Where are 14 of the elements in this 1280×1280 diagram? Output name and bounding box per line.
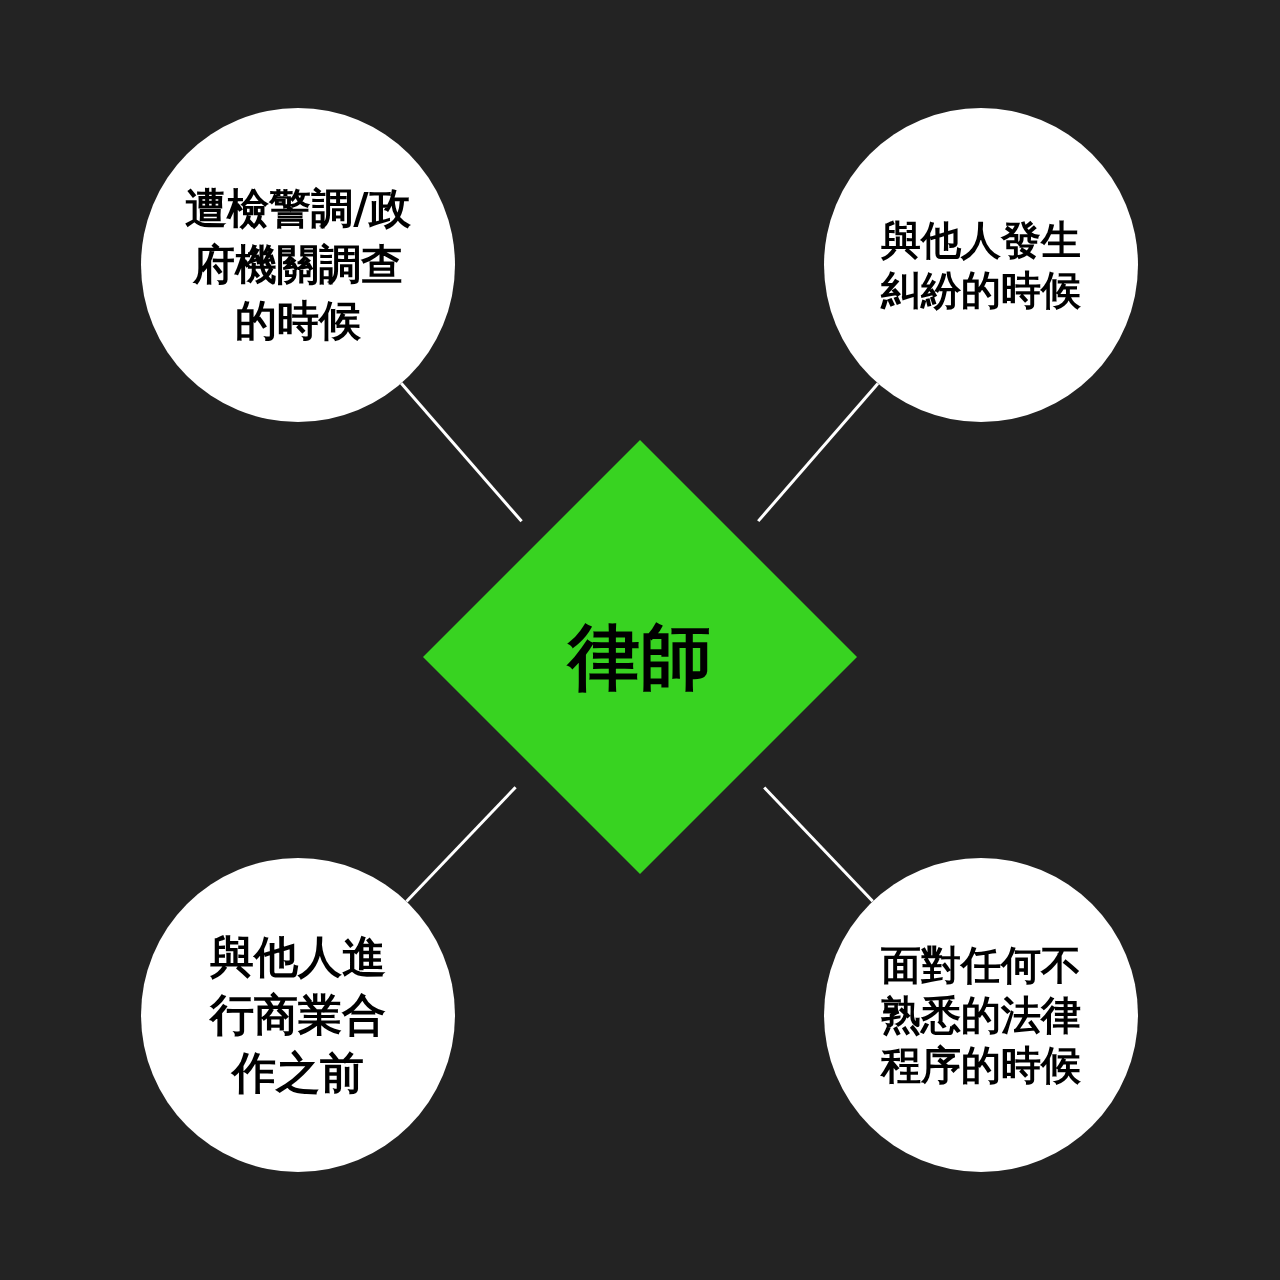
circle-label: 面對任何不熟悉的法律程序的時候: [879, 941, 1082, 1090]
connector-line: [405, 786, 517, 903]
topic-circle: [141, 858, 455, 1172]
topic-circle: [141, 108, 455, 422]
center-diamond: [423, 440, 857, 874]
circle-label: 遭檢警調/政府機關調查的時候: [184, 183, 412, 347]
topic-circle: [824, 108, 1138, 422]
connector-line: [763, 786, 874, 903]
center-label: 律師: [565, 617, 713, 697]
connector-line: [400, 382, 523, 523]
connector-line: [757, 382, 880, 523]
circle-label: 與他人進行商業合作之前: [208, 930, 387, 1100]
circle-label: 與他人發生糾紛的時候: [879, 216, 1082, 315]
topic-circle: [824, 858, 1138, 1172]
